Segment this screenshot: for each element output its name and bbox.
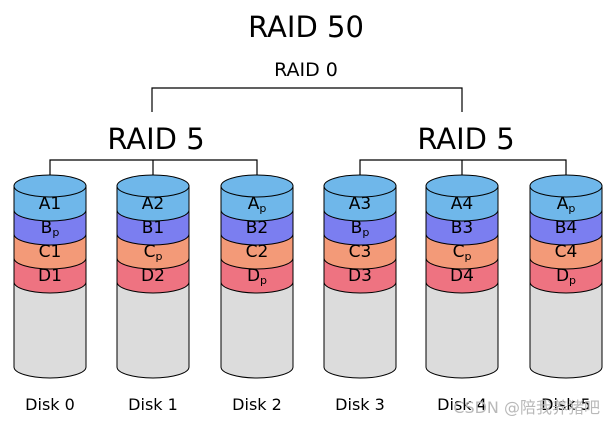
raid5-group-2-label: RAID 5	[417, 122, 514, 156]
watermark: CSDN @陪我养猪吧	[453, 398, 600, 417]
raid0-label: RAID 0	[274, 59, 338, 81]
block-label: A2	[142, 194, 164, 214]
block-label: B1	[142, 218, 165, 238]
connector-lines	[49, 87, 567, 188]
disk-top-cap	[220, 174, 294, 198]
block-label: C3	[349, 242, 372, 262]
block-label: C4	[555, 242, 578, 262]
disk-top-cap	[529, 174, 603, 198]
diagram-title: RAID 50	[248, 10, 364, 44]
block-label: B2	[246, 218, 269, 238]
disk-top-cap	[323, 174, 397, 198]
disk-top-cap	[116, 174, 190, 198]
block-label: C2	[246, 242, 269, 262]
block-label: D2	[141, 266, 165, 286]
disk-label: Disk 5	[541, 395, 591, 414]
disk-label: Disk 2	[232, 395, 282, 414]
disk-label: Disk 1	[128, 395, 178, 414]
disk-top-cap	[425, 174, 499, 198]
block-label: B3	[451, 218, 474, 238]
raid0-connector	[151, 87, 463, 112]
raid5-group-1-label: RAID 5	[107, 122, 204, 156]
block-label: A4	[451, 194, 473, 214]
disk-label: Disk 3	[335, 395, 385, 414]
block-label: D4	[450, 266, 474, 286]
disk-label: Disk 4	[437, 395, 487, 414]
block-label: A1	[39, 194, 61, 214]
block-label: B4	[555, 218, 578, 238]
disk-top-cap	[13, 174, 87, 198]
block-label: D1	[38, 266, 62, 286]
disk-label: Disk 0	[25, 395, 75, 414]
block-label: D3	[348, 266, 372, 286]
block-label: C1	[39, 242, 62, 262]
block-label: A3	[349, 194, 371, 214]
